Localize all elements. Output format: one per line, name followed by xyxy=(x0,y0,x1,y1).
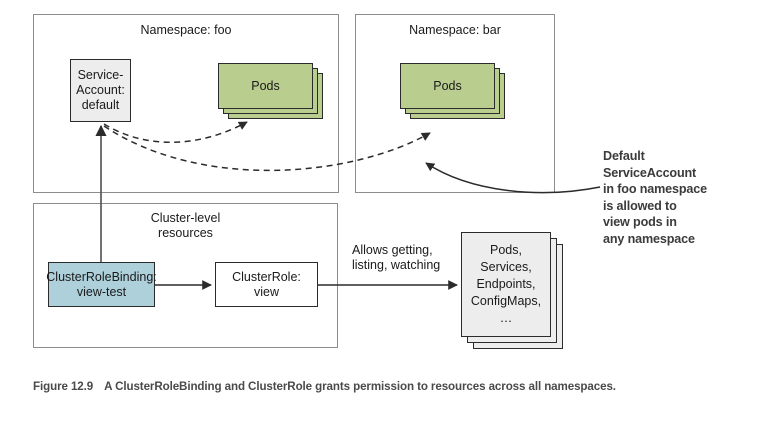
callout-annotation: Default ServiceAccount in foo namespace … xyxy=(603,149,707,247)
pods-foo-card-front: Pods xyxy=(218,63,313,109)
resources-sheet-front: Pods, Services, Endpoints, ConfigMaps, … xyxy=(461,232,551,337)
pods-bar-stack: Pods xyxy=(400,63,505,119)
allows-verbs-label: Allows getting, listing, watching xyxy=(352,243,441,273)
namespace-bar-title: Namespace: bar xyxy=(409,23,501,37)
figure-caption: Figure 12.9 A ClusterRoleBinding and Clus… xyxy=(33,378,633,395)
figure-caption-text: A ClusterRoleBinding and ClusterRole gra… xyxy=(104,380,616,393)
pods-foo-stack: Pods xyxy=(218,63,323,119)
pods-bar-card-front: Pods xyxy=(400,63,495,109)
cluster-level-title: Cluster-level resources xyxy=(150,211,221,240)
figure-number: Figure 12.9 xyxy=(33,380,94,393)
resources-stack: Pods, Services, Endpoints, ConfigMaps, … xyxy=(461,232,563,349)
cluster-role-node: ClusterRole: view xyxy=(215,262,318,307)
namespace-foo-title: Namespace: foo xyxy=(140,23,232,37)
cluster-role-binding-node: ClusterRoleBinding: view-test xyxy=(46,262,157,307)
service-account-node: Service- Account: default xyxy=(70,59,131,122)
